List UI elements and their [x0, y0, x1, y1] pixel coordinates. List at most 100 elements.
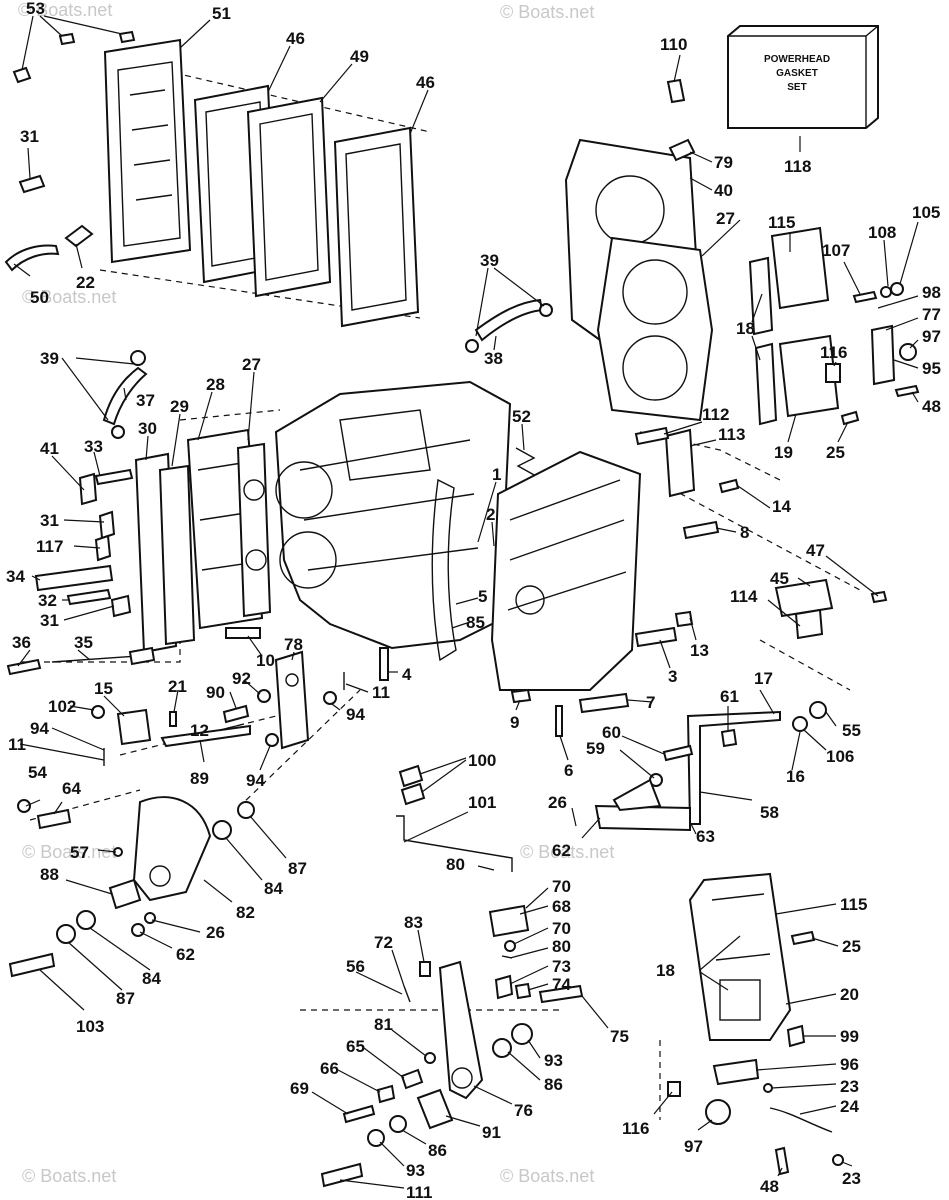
callout-18: 18 [736, 319, 755, 338]
callout-65: 65 [346, 1037, 365, 1056]
callout-62: 62 [552, 841, 571, 860]
callout-101: 101 [468, 793, 496, 812]
callout-25: 25 [826, 443, 845, 462]
bushing-icon [108, 878, 142, 910]
nut-icon [131, 923, 145, 937]
nut-icon [17, 799, 31, 813]
bracket-icon [116, 708, 152, 746]
callout-33: 33 [84, 437, 103, 456]
callout-41: 41 [40, 439, 59, 458]
bolt-icon [578, 692, 630, 714]
exhaust-cover-plate [103, 38, 192, 264]
callout-39: 39 [480, 251, 499, 270]
callout-97: 97 [684, 1137, 703, 1156]
callout-23: 23 [840, 1077, 859, 1096]
callout-83: 83 [404, 913, 423, 932]
callout-48: 48 [922, 397, 941, 416]
bushing-icon [212, 820, 232, 840]
callout-6: 6 [564, 761, 573, 780]
callout-32: 32 [38, 591, 57, 610]
washer-icon [511, 1023, 533, 1045]
fitting-icon [400, 782, 426, 806]
head-gasket-left [236, 442, 272, 618]
callout-29: 29 [170, 397, 189, 416]
callout-63: 63 [696, 827, 715, 846]
callout-13: 13 [690, 641, 709, 660]
callout-66: 66 [320, 1059, 339, 1078]
watermark: © Boats.net [22, 842, 116, 862]
callout-94: 94 [346, 705, 365, 724]
hose-icon [4, 244, 60, 272]
bolt-icon [852, 290, 878, 304]
gasket-set-line-2: GASKET [776, 68, 818, 79]
callout-60: 60 [602, 723, 621, 742]
callout-34: 34 [6, 567, 25, 586]
callout-92: 92 [232, 669, 251, 688]
bolt-icon [774, 1146, 790, 1176]
callout-55: 55 [842, 721, 861, 740]
callout-48: 48 [760, 1177, 779, 1196]
callout-54: 54 [28, 763, 47, 782]
dowel-icon [225, 627, 261, 639]
callout-25: 25 [842, 937, 861, 956]
callout-16: 16 [786, 767, 805, 786]
callout-3: 3 [668, 667, 677, 686]
callout-26: 26 [206, 923, 225, 942]
callout-62: 62 [176, 945, 195, 964]
clip-icon [18, 174, 46, 194]
callout-24: 24 [840, 1097, 859, 1116]
screw-icon [342, 1104, 376, 1124]
fitting-icon [398, 764, 424, 788]
bushing-icon [400, 1068, 424, 1090]
crankcase-block [274, 380, 512, 650]
callout-90: 90 [206, 683, 225, 702]
callout-102: 102 [48, 697, 76, 716]
washer-icon [424, 1052, 436, 1064]
nut-icon [492, 1038, 512, 1058]
pin-icon [169, 711, 177, 727]
bushing-icon [890, 282, 904, 296]
cam-plate [132, 796, 212, 902]
callout-93: 93 [544, 1051, 563, 1070]
callout-46: 46 [286, 29, 305, 48]
callout-100: 100 [468, 751, 496, 770]
nut-icon [514, 982, 532, 1000]
bolt-icon [320, 1162, 364, 1188]
callout-88: 88 [40, 865, 59, 884]
callout-115: 115 [768, 213, 795, 232]
callout-7: 7 [646, 693, 655, 712]
cap-icon [705, 1099, 731, 1125]
callout-91: 91 [482, 1123, 501, 1142]
reed-plate-lower [754, 334, 840, 426]
clip-icon [98, 510, 116, 540]
nut-icon [809, 701, 827, 719]
clamp-icon [465, 339, 479, 353]
crankcase-cover [490, 450, 642, 691]
stud-icon [555, 705, 563, 737]
screw-icon [674, 610, 694, 628]
callout-64: 64 [62, 779, 81, 798]
watermark: © Boats.net [22, 287, 116, 307]
reed-plate-upper [748, 226, 830, 336]
washer-icon [792, 716, 808, 732]
hose-icon [474, 298, 544, 342]
callout-27: 27 [242, 355, 261, 374]
exhaust-inner-plate [246, 96, 332, 298]
wire-link-icon [6, 658, 42, 676]
callout-98: 98 [922, 283, 941, 302]
callout-114: 114 [730, 587, 758, 606]
bushing-icon [419, 961, 431, 977]
callout-15: 15 [94, 679, 113, 698]
nut-icon [76, 910, 96, 930]
callout-1: 1 [492, 465, 501, 484]
callout-84: 84 [264, 879, 283, 898]
exhaust-gasket [333, 126, 420, 328]
callout-52: 52 [512, 407, 531, 426]
callout-21: 21 [168, 677, 187, 696]
callout-89: 89 [190, 769, 209, 788]
plug-icon [825, 363, 841, 383]
plate-icon [612, 778, 662, 812]
callout-18: 18 [656, 961, 675, 980]
callout-23: 23 [842, 1169, 861, 1188]
